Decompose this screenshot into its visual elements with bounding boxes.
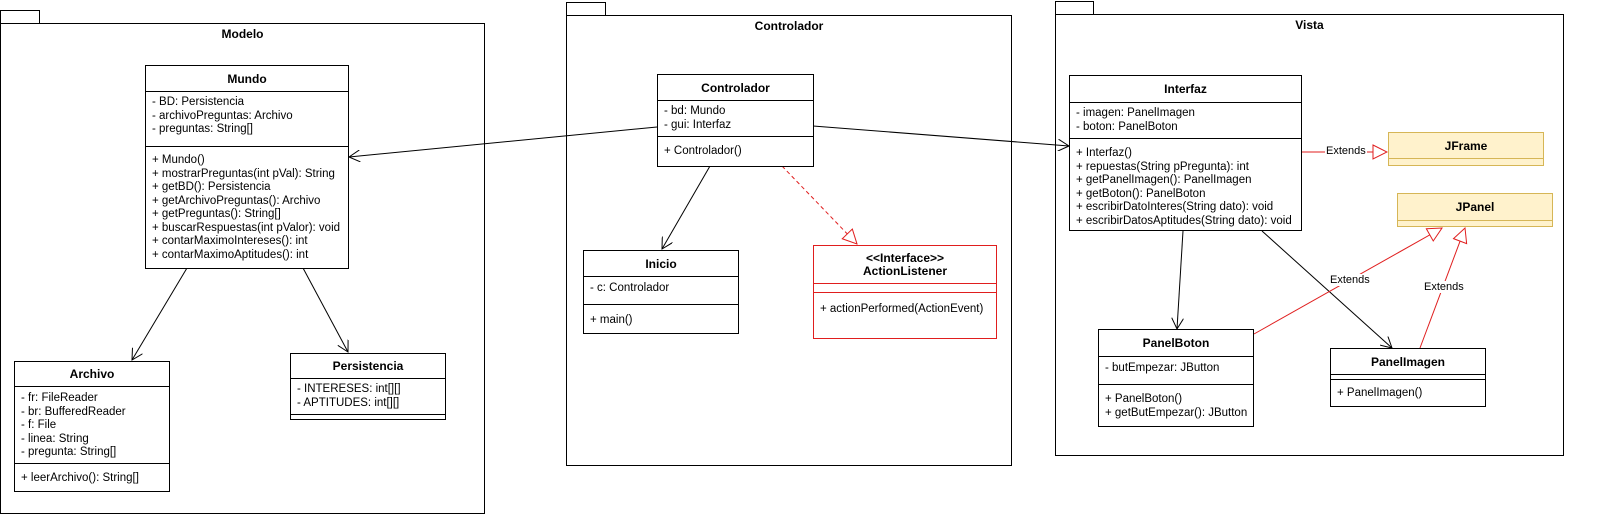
attribute: - imagen: PanelImagen (1076, 107, 1195, 119)
method: + getBoton(): PanelBoton (1076, 187, 1206, 200)
attribute: - preguntas: String[] (152, 123, 253, 135)
method: + contarMaximoIntereses(): int (152, 235, 308, 247)
class-controlador[interactable]: Controlador - bd: Mundo - gui: Interfaz … (657, 74, 814, 167)
attribute: - fr: FileReader (21, 392, 98, 404)
method: + buscarRespuestas(int pValor): void (152, 221, 341, 234)
class-interfaz-name: Interfaz (1070, 76, 1301, 103)
method: + getBD(): Persistencia (152, 181, 271, 193)
method: + getArchivoPreguntas(): Archivo (152, 194, 321, 207)
class-panelboton-attributes: - butEmpezar: JButton (1099, 357, 1253, 385)
class-actionlistener-methods: + actionPerformed(ActionEvent) (814, 293, 996, 319)
edge-controlador-actionlistener (781, 165, 857, 244)
edge-controlador-mundo (349, 126, 658, 157)
edge-interfaz-panelimagen (1261, 230, 1392, 348)
class-controlador-attributes: - bd: Mundo - gui: Interfaz (658, 101, 813, 137)
attribute: - INTERESES: int[][] (297, 383, 401, 395)
class-inicio[interactable]: Inicio - c: Controlador + main() (583, 250, 739, 334)
class-jframe[interactable]: JFrame (1388, 132, 1544, 166)
attribute: - boton: PanelBoton (1076, 120, 1178, 133)
edge-controlador-inicio (662, 165, 711, 249)
class-mundo-methods: + Mundo() + mostrarPreguntas(int pVal): … (146, 147, 348, 264)
attribute: - c: Controlador (590, 282, 670, 294)
class-archivo-attributes: - fr: FileReader - br: BufferedReader - … (15, 387, 169, 464)
class-panelimagen-methods: + PanelImagen() (1331, 380, 1485, 403)
attribute: - BD: Persistencia (152, 96, 245, 108)
attribute: - archivoPreguntas: Archivo (152, 109, 293, 122)
edge-label-interfaz-jframe: Extends (1325, 145, 1367, 157)
class-actionlistener[interactable]: <<Interface>> ActionListener + actionPer… (813, 245, 997, 339)
class-jpanel[interactable]: JPanel (1397, 193, 1553, 227)
package-vista-title: Vista (1295, 18, 1324, 32)
method: + PanelBoton() (1105, 393, 1183, 405)
class-panelboton[interactable]: PanelBoton - butEmpezar: JButton + Panel… (1098, 329, 1254, 427)
method: + getPreguntas(): String[] (152, 208, 281, 220)
package-modelo-title: Modelo (221, 27, 264, 41)
class-mundo[interactable]: Mundo - BD: Persistencia - archivoPregun… (145, 65, 349, 269)
method: + escribirDatoInteres(String dato): void (1076, 201, 1274, 213)
method: + actionPerformed(ActionEvent) (820, 303, 984, 315)
class-archivo-name: Archivo (15, 362, 169, 387)
class-panelboton-name: PanelBoton (1099, 330, 1253, 357)
class-jpanel-name: JPanel (1398, 194, 1552, 221)
edge-label-panelimagen-jpanel: Extends (1423, 281, 1465, 293)
class-actionlistener-stereotype: <<Interface>> (865, 250, 945, 265)
edge-controlador-interfaz (812, 125, 1069, 146)
class-mundo-attributes: - BD: Persistencia - archivoPreguntas: A… (146, 92, 348, 147)
edge-label-panelboton-jpanel: Extends (1329, 274, 1371, 286)
class-interfaz-methods: + Interfaz() + repuestas(String pPregunt… (1070, 139, 1301, 230)
attribute: - bd: Mundo (664, 105, 726, 117)
class-panelimagen[interactable]: PanelImagen + PanelImagen() (1330, 348, 1486, 407)
class-jframe-name: JFrame (1389, 133, 1543, 159)
method: + Controlador() (664, 145, 742, 157)
class-panelimagen-attributes (1331, 375, 1485, 380)
class-actionlistener-name: <<Interface>> ActionListener (814, 246, 996, 284)
method: + Mundo() (152, 154, 205, 166)
attribute: - linea: String (21, 432, 89, 445)
class-actionlistener-attributes (814, 284, 996, 293)
class-panelimagen-name: PanelImagen (1331, 349, 1485, 375)
attribute: - f: File (21, 419, 57, 431)
class-interfaz[interactable]: Interfaz - imagen: PanelImagen - boton: … (1069, 75, 1302, 231)
class-persistencia[interactable]: Persistencia - INTERESES: int[][] - APTI… (290, 353, 446, 420)
edge-mundo-archivo (132, 267, 188, 360)
class-persistencia-name: Persistencia (291, 354, 445, 379)
method: + contarMaximoAptitudes(): int (152, 248, 309, 261)
class-persistencia-attributes: - INTERESES: int[][] - APTITUDES: int[][… (291, 379, 445, 415)
class-inicio-methods: + main() (584, 305, 738, 330)
class-inicio-attributes: - c: Controlador (584, 277, 738, 305)
attribute: - butEmpezar: JButton (1105, 362, 1220, 374)
method: + Interfaz() (1076, 147, 1132, 159)
method: + repuestas(String pPregunta): int (1076, 160, 1249, 173)
method: + getButEmpezar(): JButton (1105, 406, 1248, 419)
class-interfaz-attributes: - imagen: PanelImagen - boton: PanelBoto… (1070, 103, 1301, 139)
class-controlador-name: Controlador (658, 75, 813, 101)
class-archivo-methods: + leerArchivo(): String[] (15, 464, 169, 488)
attribute: - gui: Interfaz (664, 118, 732, 131)
attribute: - br: BufferedReader (21, 405, 126, 418)
class-mundo-name: Mundo (146, 66, 348, 92)
method: + mostrarPreguntas(int pVal): String (152, 167, 335, 180)
method: + escribirDatosAptitudes(String dato): v… (1076, 214, 1292, 227)
class-actionlistener-title: ActionListener (862, 263, 947, 278)
class-panelboton-methods: + PanelBoton() + getButEmpezar(): JButto… (1099, 385, 1253, 422)
method: + main() (590, 314, 633, 326)
package-controlador-title: Controlador (754, 19, 824, 33)
method: + PanelImagen() (1337, 387, 1423, 399)
edge-interfaz-panelboton (1177, 230, 1183, 329)
attribute: - APTITUDES: int[][] (297, 396, 400, 409)
method: + getPanelImagen(): PanelImagen (1076, 174, 1252, 186)
class-archivo[interactable]: Archivo - fr: FileReader - br: BufferedR… (14, 361, 170, 492)
attribute: - pregunta: String[] (21, 446, 117, 458)
class-controlador-methods: + Controlador() (658, 137, 813, 161)
edge-mundo-persistencia (302, 267, 348, 352)
method: + leerArchivo(): String[] (21, 472, 139, 484)
class-inicio-name: Inicio (584, 251, 738, 277)
